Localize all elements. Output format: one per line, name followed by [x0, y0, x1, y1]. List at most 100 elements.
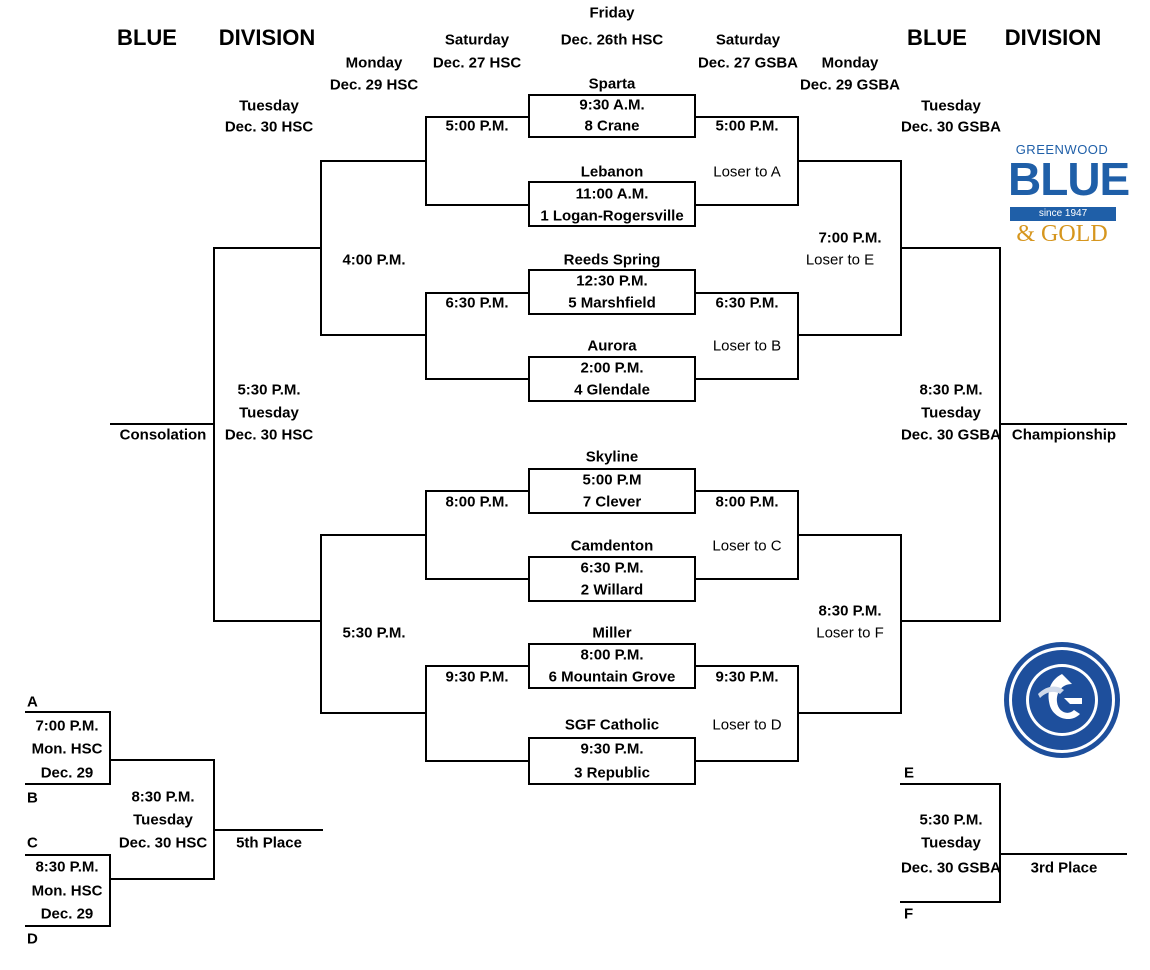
team-top: Lebanon	[580, 163, 644, 181]
bracket-line	[109, 854, 111, 927]
logo-gold-text: & GOLD	[1016, 221, 1108, 247]
sf-note-right: Loser to E	[805, 251, 875, 269]
consolation-day: Tuesday	[239, 404, 299, 422]
bracket-line	[109, 759, 215, 761]
header-left-blue: BLUE	[117, 25, 177, 50]
team-top: Camdenton	[570, 537, 654, 555]
bracket-line	[25, 854, 111, 856]
consolation-label: Consolation	[119, 426, 207, 444]
game-time: 9:30 A.M.	[579, 96, 645, 114]
fifth-final-day: Tuesday	[133, 811, 193, 829]
team-seed: 3 Republic	[574, 764, 650, 782]
game-time: 6:30 P.M.	[580, 559, 644, 577]
qf-time-right: 5:00 P.M.	[715, 117, 779, 135]
bracket-line	[696, 292, 798, 294]
logo-blue-text: BLUE	[1008, 153, 1130, 205]
fifth-game2-time: 8:30 P.M.	[35, 858, 99, 876]
bracket-line	[426, 490, 528, 492]
bracket-line	[321, 334, 427, 336]
slot-c: C	[27, 834, 38, 852]
sf-note-right: Loser to F	[816, 624, 884, 642]
header-monday-left: Monday	[345, 54, 403, 72]
header-saturday-left-date: Dec. 27 HSC	[432, 54, 522, 72]
header-monday-right-date: Dec. 29 GSBA	[799, 76, 901, 94]
bracket-line	[999, 247, 1001, 622]
fifth-final-date: Dec. 30 HSC	[118, 834, 208, 852]
bracket-line	[109, 711, 111, 785]
championship-day: Tuesday	[921, 404, 981, 422]
game-box-8	[528, 737, 696, 785]
bracket-line	[213, 759, 215, 880]
bracket-line	[696, 490, 798, 492]
logo-greenwood-text: GREENWOOD	[1015, 142, 1109, 157]
sf-time-right: 8:30 P.M.	[818, 602, 882, 620]
qf-time-right: 8:00 P.M.	[715, 493, 779, 511]
fifth-place-label: 5th Place	[236, 834, 302, 852]
team-top: Aurora	[587, 337, 637, 355]
game-box-6	[528, 556, 696, 602]
qf-time-left: 6:30 P.M.	[445, 294, 509, 312]
loser-note: Loser to B	[712, 337, 782, 355]
bracket-line	[797, 292, 799, 380]
consolation-date: Dec. 30 HSC	[224, 426, 314, 444]
bracket-line	[426, 204, 528, 206]
bracket-line	[999, 853, 1127, 855]
team-seed: 7 Clever	[582, 493, 642, 511]
header-saturday-right: Saturday	[715, 31, 781, 49]
header-monday-right: Monday	[821, 54, 879, 72]
header-friday: Friday	[589, 4, 635, 22]
bracket-line	[797, 334, 901, 336]
bracket-line	[321, 534, 427, 536]
championship-label: Championship	[1011, 426, 1117, 444]
slot-f: F	[904, 905, 914, 923]
bracket-line	[696, 578, 798, 580]
sf-time-left: 5:30 P.M.	[342, 624, 406, 642]
header-tuesday-left-date: Dec. 30 HSC	[224, 118, 314, 136]
team-seed: 4 Glendale	[574, 381, 650, 399]
qf-time-left: 8:00 P.M.	[445, 493, 509, 511]
bracket-line	[696, 204, 798, 206]
bracket-line	[426, 378, 528, 380]
header-saturday-left: Saturday	[444, 31, 510, 49]
game-time: 9:30 P.M.	[580, 740, 644, 758]
third-day: Tuesday	[921, 834, 981, 852]
slot-b: B	[27, 789, 38, 807]
bracket-line	[696, 665, 798, 667]
fifth-final-time: 8:30 P.M.	[131, 788, 195, 806]
bracket-line	[900, 620, 1001, 622]
bracket-line	[426, 578, 528, 580]
fifth-game2-site: Mon. HSC	[31, 882, 103, 900]
team-top: Sparta	[588, 75, 636, 93]
qf-time-left: 5:00 P.M.	[445, 117, 509, 135]
bracket-line	[214, 247, 322, 249]
bracket-line	[900, 534, 902, 714]
header-friday-date: Dec. 26th HSC	[560, 31, 664, 49]
header-tuesday-right: Tuesday	[921, 97, 981, 115]
team-seed: 6 Mountain Grove	[548, 668, 676, 686]
bracket-line	[900, 901, 1001, 903]
loser-note: Loser to C	[712, 537, 782, 555]
header-saturday-right-date: Dec. 27 GSBA	[697, 54, 799, 72]
bracket-line	[696, 116, 798, 118]
bracket-line	[797, 712, 901, 714]
game-time: 11:00 A.M.	[575, 185, 649, 203]
bracket-line	[213, 829, 323, 831]
team-seed: 2 Willard	[580, 581, 644, 599]
fifth-game1-time: 7:00 P.M.	[35, 717, 99, 735]
bracket-line	[25, 711, 111, 713]
game-box-5	[528, 468, 696, 514]
bracket-line	[696, 378, 798, 380]
championship-date: Dec. 30 GSBA	[900, 426, 1002, 444]
school-seal-icon	[1004, 642, 1120, 758]
bracket-line	[426, 665, 528, 667]
qf-time-right: 9:30 P.M.	[715, 668, 779, 686]
team-seed: 5 Marshfield	[568, 294, 656, 312]
game-box-3	[528, 269, 696, 315]
fifth-game1-site: Mon. HSC	[31, 740, 103, 758]
qf-time-right: 6:30 P.M.	[715, 294, 779, 312]
team-top: Reeds Spring	[563, 251, 661, 269]
team-top: SGF Catholic	[564, 716, 660, 734]
bracket-line	[425, 292, 427, 380]
bracket-line	[426, 760, 528, 762]
